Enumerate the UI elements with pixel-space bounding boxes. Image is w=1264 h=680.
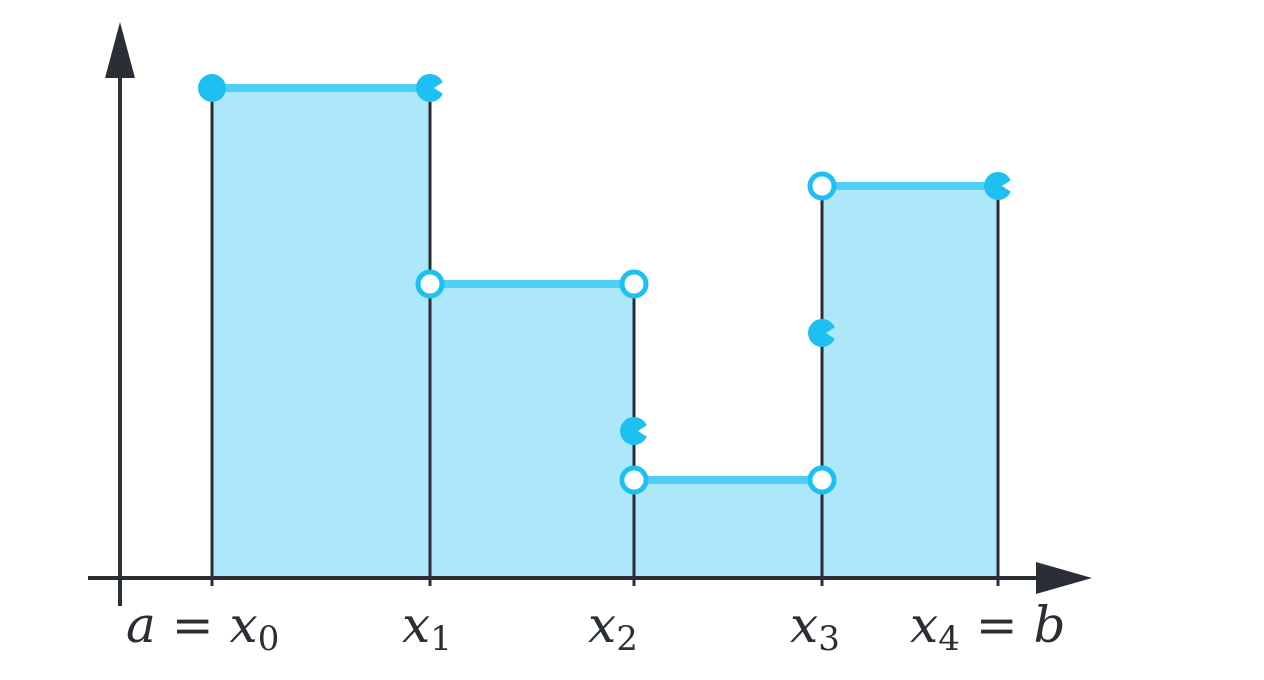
label-text: x	[588, 596, 616, 654]
open-dot-2	[415, 269, 445, 299]
label-subscript: 3	[818, 619, 840, 659]
label-text: x	[790, 596, 818, 654]
step-segments	[212, 84, 998, 484]
label-x4-equals-b: x4 = b	[910, 596, 1066, 659]
label-subscript: 0	[258, 619, 280, 659]
open-dot-7	[807, 171, 837, 201]
label-text: x	[402, 596, 430, 654]
endpoint-markers	[198, 74, 1011, 495]
label-text: x	[910, 596, 938, 654]
open-dot-6	[807, 465, 837, 495]
open-dot-5	[619, 465, 649, 495]
open-dot-3	[619, 269, 649, 299]
x-ticks	[210, 578, 1000, 586]
area-step-1	[430, 284, 634, 578]
label-x2: x2	[588, 596, 638, 659]
label-x1: x1	[402, 596, 452, 659]
label-subscript: 1	[430, 619, 452, 659]
area-step-0	[212, 88, 430, 578]
area-step-3	[822, 186, 998, 578]
label-x3: x3	[790, 596, 840, 659]
label-subscript: 4	[938, 619, 960, 659]
label-text: a = x	[126, 596, 258, 654]
area-under-step-function	[212, 88, 998, 578]
label-text: = b	[960, 596, 1066, 654]
label-subscript: 2	[616, 619, 638, 659]
area-step-2	[634, 480, 822, 578]
half-dot-8	[807, 319, 835, 347]
x-axis-arrow-icon	[1036, 562, 1092, 594]
half-dot-1	[415, 74, 443, 103]
label-a-equals-x0: a = x0	[126, 596, 279, 659]
half-dot-9	[983, 171, 1011, 201]
closed-dot-0	[198, 74, 226, 102]
y-axis-arrow-icon	[105, 22, 135, 78]
half-dot-4	[619, 417, 647, 446]
axes	[88, 22, 1092, 606]
